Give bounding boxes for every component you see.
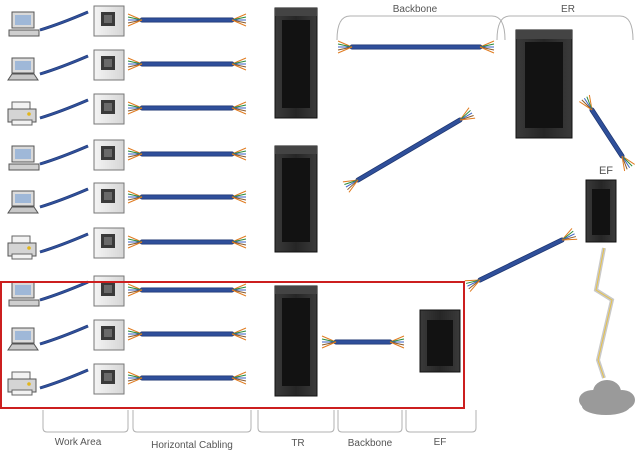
patch-cord (39, 232, 89, 254)
backbone-cables (321, 40, 635, 349)
laptop-icon (7, 327, 39, 351)
tr-rack-1 (274, 7, 318, 119)
backbone-cable-middle (342, 107, 476, 193)
work-area-row (8, 139, 247, 171)
ef-cable (464, 228, 578, 292)
horizontal-cable (127, 235, 247, 249)
wall-jack-icon (93, 363, 125, 395)
wall-jack-icon (93, 319, 125, 351)
laptop-icon (7, 57, 39, 81)
patch-cord (39, 368, 89, 390)
label-backbone-top: Backbone (393, 4, 438, 15)
tr-rack-3 (274, 285, 318, 397)
work-area-row (7, 319, 247, 351)
wall-jack-icon (93, 227, 125, 259)
work-area-row (7, 182, 247, 214)
patch-cord (39, 187, 89, 209)
ef-rack-right (585, 179, 617, 243)
patch-cord (39, 54, 89, 76)
horizontal-cable (127, 327, 247, 341)
label-er: ER (561, 4, 575, 15)
backbone-cable-top (337, 40, 495, 54)
laptop-icon (7, 190, 39, 214)
er-rack (515, 29, 573, 139)
wall-jack-icon (93, 49, 125, 81)
bottom-brackets (42, 410, 477, 433)
computer-icon (8, 11, 40, 37)
wall-jack-icon (93, 182, 125, 214)
horizontal-cable (127, 13, 247, 27)
patch-cord (39, 280, 89, 302)
work-area-row (8, 5, 247, 37)
patch-cord (39, 324, 89, 346)
label-work-area: Work Area (55, 437, 102, 448)
work-area-rows (7, 5, 247, 396)
patch-cord (39, 98, 89, 120)
horizontal-cable (127, 101, 247, 115)
wall-jack-icon (93, 139, 125, 171)
cloud-icon (579, 380, 635, 415)
printer-icon (7, 101, 37, 126)
horizontal-cable (127, 147, 247, 161)
work-area-row (7, 49, 247, 81)
label-backbone-bottom: Backbone (348, 438, 393, 449)
printer-icon (7, 235, 37, 260)
printer-icon (7, 371, 37, 396)
work-area-row (7, 93, 247, 126)
work-area-row (7, 363, 247, 396)
work-area-row (7, 227, 247, 260)
label-ef-bottom: EF (434, 437, 447, 448)
patch-cord (39, 144, 89, 166)
er-cable (579, 94, 635, 172)
backbone-top-bracket (336, 15, 506, 41)
work-area-row (8, 275, 247, 307)
horizontal-cable (127, 190, 247, 204)
patch-cord (39, 10, 89, 32)
horizontal-cable (127, 283, 247, 297)
label-ef-right: EF (599, 165, 613, 177)
lightning-icon (593, 247, 615, 379)
horizontal-cable (127, 371, 247, 385)
label-horizontal-cabling: Horizontal Cabling (151, 440, 233, 451)
highlight-box (0, 281, 465, 409)
ef-rack-bottom (419, 309, 461, 373)
computer-icon (8, 145, 40, 171)
computer-icon (8, 281, 40, 307)
wall-jack-icon (93, 5, 125, 37)
backbone-cable-bottom (321, 335, 405, 349)
er-top-bracket (496, 15, 634, 41)
wall-jack-icon (93, 93, 125, 125)
tr-rack-2 (274, 145, 318, 253)
wall-jack-icon (93, 275, 125, 307)
label-tr: TR (291, 438, 304, 449)
horizontal-cable (127, 57, 247, 71)
